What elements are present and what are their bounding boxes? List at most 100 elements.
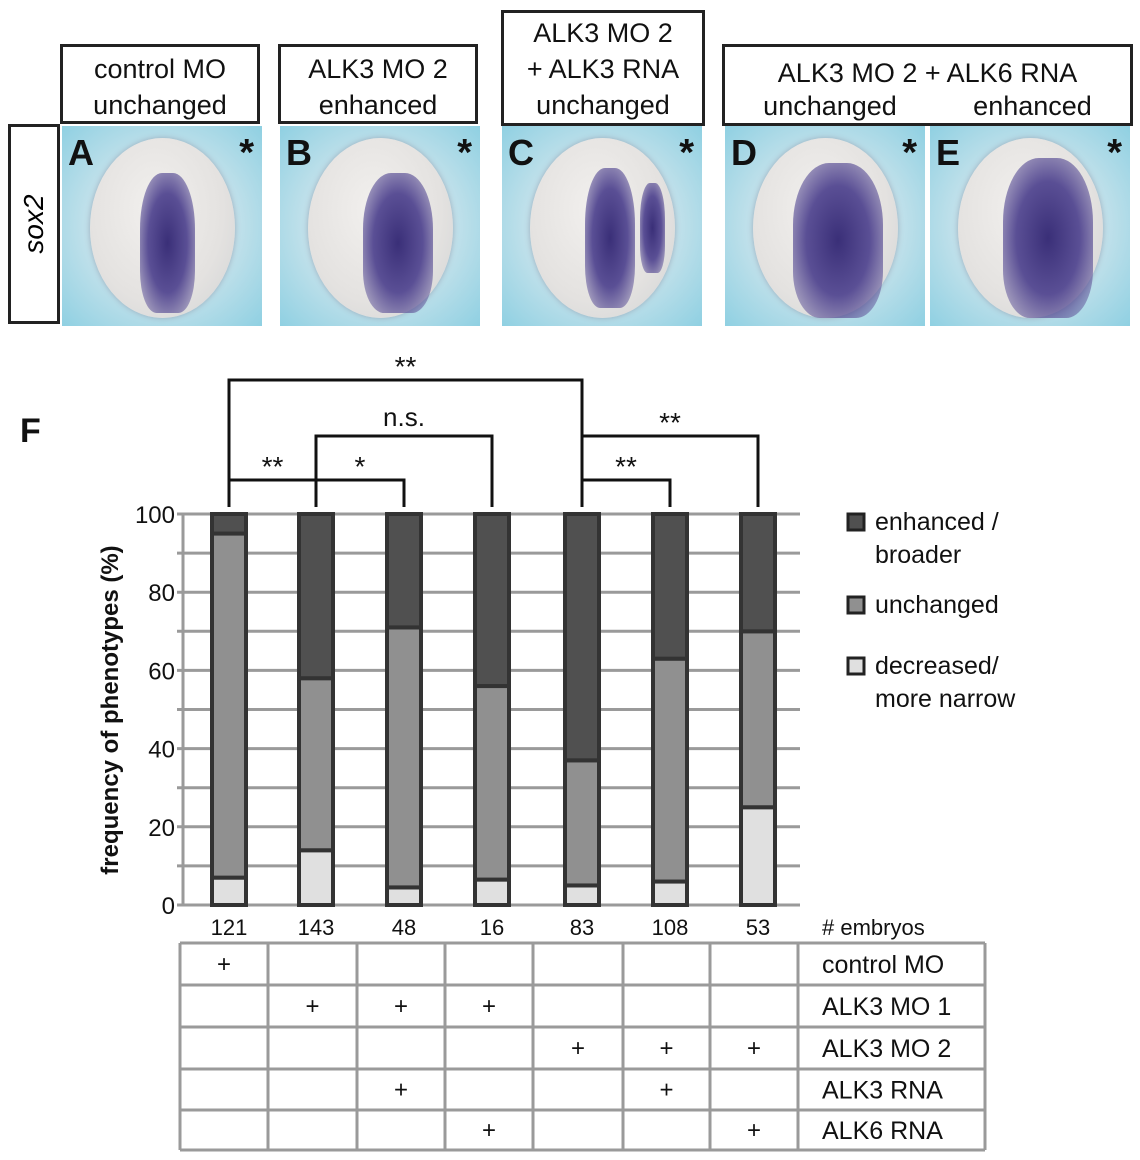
y-tick-label: 20 [148,815,175,842]
y-tick-label: 40 [148,737,175,764]
counts-label: # embryos [822,915,925,940]
significance-label: ** [615,451,637,482]
bar-segment [739,629,777,810]
bar-segment [297,676,335,853]
legend-label: decreased/ [875,652,999,680]
count-label: 48 [392,915,416,940]
injected-side-mark: * [457,132,472,174]
label-line: ALK3 MO 2 [533,18,673,48]
condition-mark: + [394,993,408,1020]
bar-segment [651,512,689,661]
bar-segment [297,848,335,908]
label-line: ALK3 MO 2 + ALK6 RNA [777,58,1078,88]
y-axis-label: frequency of phenotypes (%) [97,545,124,874]
injected-side-mark: * [239,132,254,174]
condition-mark: + [394,1077,408,1104]
significance-label: * [355,451,366,482]
bar-segment [651,879,689,907]
count-label: 121 [211,915,248,940]
condition-mark: + [482,1117,496,1144]
condition-mark: + [217,951,231,978]
bar-segment [473,512,511,689]
bar-segment [210,512,248,536]
label-box-alk3-rescue: ALK3 MO 2 + ALK3 RNA unchanged [501,10,705,126]
legend-label: unchanged [875,591,999,619]
injected-side-mark: * [679,132,694,174]
condition-label: ALK3 MO 2 [822,1035,951,1063]
bar-segment [563,883,601,908]
significance-label: ** [262,451,284,482]
condition-mark: + [747,1035,761,1062]
label-box-alk3-mo2: ALK3 MO 2 enhanced [278,44,478,124]
panel-letter: C [508,132,534,173]
significance-label: ** [659,407,681,438]
label-box-alk6: ALK3 MO 2 + ALK6 RNA unchanged enhanced [722,44,1133,126]
condition-mark: + [482,993,496,1020]
legend-label: enhanced / [875,508,999,536]
condition-label: ALK3 MO 1 [822,993,951,1021]
count-label: 143 [298,915,335,940]
legend-label: broader [875,541,961,569]
bar-segment [385,885,423,908]
bar-segment [739,512,777,634]
bar-segment [210,875,248,908]
legend-swatch [846,656,866,676]
panel-letter: A [68,132,94,173]
count-label: 16 [480,915,504,940]
y-tick-label: 100 [135,502,175,529]
bar-segment [385,625,423,890]
bar-segment [210,531,248,880]
condition-mark: + [659,1077,673,1104]
embryo-image-a: A * [62,126,262,326]
y-tick-label: 80 [148,580,175,607]
label-line: enhanced [973,91,1092,121]
panel-letter: E [936,132,961,173]
bar-segment [563,758,601,888]
condition-mark: + [571,1035,585,1062]
panel-letter-f: F [20,412,41,450]
panel-letter: D [731,132,757,173]
bar-segment [473,877,511,908]
significance-bracket [580,478,672,507]
panel-letter: B [286,132,312,173]
count-label: 83 [570,915,594,940]
label-line: unchanged [93,90,227,120]
embryo-image-d: D * [725,126,925,326]
label-line: control MO [93,54,227,84]
significance-label: ** [395,351,417,382]
embryo-image-c: C * [502,126,702,326]
condition-mark: + [659,1035,673,1062]
bar-segment [563,512,601,763]
condition-label: ALK3 RNA [822,1077,943,1105]
significance-bracket [314,434,494,507]
bar-segment [473,684,511,882]
embryo-image-b: B * [280,126,480,326]
label-line: ALK3 MO 2 [308,54,448,84]
condition-label: control MO [822,951,944,979]
legend-swatch [846,512,866,532]
label-line: unchanged [536,90,670,120]
injected-side-mark: * [1107,132,1122,174]
condition-mark: + [305,993,319,1020]
legend-label: more narrow [875,685,1016,713]
significance-bracket [314,478,406,507]
condition-label: ALK6 RNA [822,1117,943,1145]
condition-mark: + [747,1117,761,1144]
label-line: enhanced [318,90,438,120]
count-label: 53 [746,915,770,940]
bar-segment [385,512,423,630]
y-tick-label: 60 [148,658,175,685]
significance-label: n.s. [383,402,425,432]
label-line: + ALK3 RNA [526,54,680,84]
embryo-image-e: E * [930,126,1130,326]
bar-segment [739,805,777,907]
y-tick-label: 0 [162,893,175,920]
count-label: 108 [652,915,689,940]
bar-segment [651,656,689,884]
legend-swatch [846,595,866,615]
significance-bracket [580,434,760,507]
significance-bracket [227,478,318,507]
label-line: unchanged [763,91,897,121]
bar-segment [297,512,335,681]
